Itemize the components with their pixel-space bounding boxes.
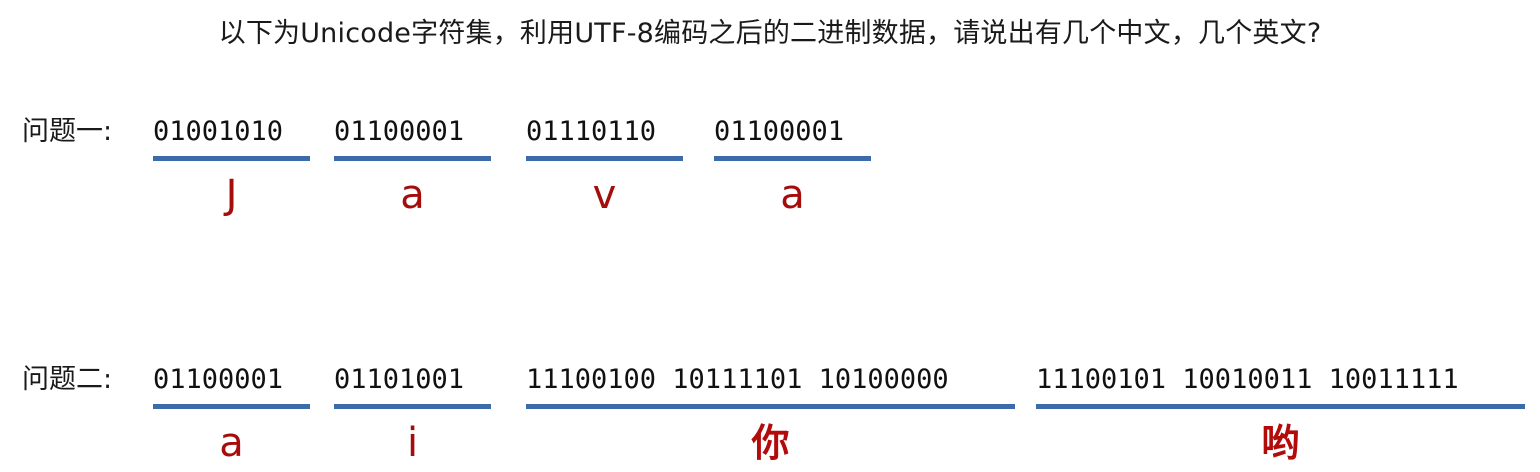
- question-title: 以下为Unicode字符集，利用UTF-8编码之后的二进制数据，请说出有几个中文…: [218, 18, 1322, 49]
- underline-bar: [714, 156, 871, 161]
- underline-bar: [153, 156, 310, 161]
- byte-group: 01100001 a: [153, 362, 310, 472]
- decoded-character: v: [592, 172, 617, 218]
- decoded-character: a: [780, 172, 805, 218]
- decoded-character: i: [406, 420, 419, 466]
- byte-group-multibyte: 11100100 10111101 10100000 你: [526, 362, 1015, 472]
- decoded-character: J: [225, 172, 238, 218]
- binary-byte: 01100001: [714, 116, 845, 147]
- binary-byte: 01001010: [153, 116, 284, 147]
- byte-group: 01110110 v: [526, 114, 683, 224]
- binary-bytes: 11100100 10111101 10100000: [526, 364, 949, 395]
- question-two-label: 问题二:: [22, 364, 113, 395]
- binary-bytes: 11100101 10010011 10011111: [1036, 364, 1459, 395]
- decoded-character: a: [219, 420, 244, 466]
- decoded-character: a: [400, 172, 425, 218]
- binary-byte: 01100001: [334, 116, 465, 147]
- byte-group: 01001010 J: [153, 114, 310, 224]
- decoded-character: 你: [751, 420, 790, 465]
- underline-bar: [526, 404, 1015, 409]
- byte-group: 01101001 i: [334, 362, 491, 472]
- byte-group-multibyte: 11100101 10010011 10011111 哟: [1036, 362, 1525, 472]
- binary-byte: 01100001: [153, 364, 284, 395]
- underline-bar: [526, 156, 683, 161]
- byte-group: 01100001 a: [714, 114, 871, 224]
- byte-group: 01100001 a: [334, 114, 491, 224]
- question-one-label: 问题一:: [22, 116, 113, 147]
- underline-bar: [334, 404, 491, 409]
- underline-bar: [153, 404, 310, 409]
- binary-byte: 01101001: [334, 364, 465, 395]
- binary-byte: 01110110: [526, 116, 657, 147]
- underline-bar: [1036, 404, 1525, 409]
- decoded-character: 哟: [1261, 420, 1300, 465]
- underline-bar: [334, 156, 491, 161]
